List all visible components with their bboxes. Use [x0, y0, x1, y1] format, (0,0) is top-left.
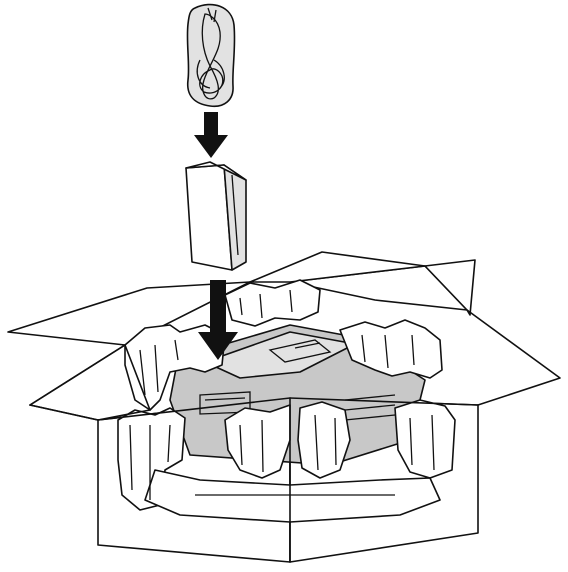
upper-arrow: [194, 112, 228, 158]
accessory-carton-icon: [186, 162, 246, 270]
down-arrow-icon: [194, 112, 228, 158]
cord-bag: [187, 5, 234, 107]
power-cord-bag-icon: [187, 5, 234, 107]
